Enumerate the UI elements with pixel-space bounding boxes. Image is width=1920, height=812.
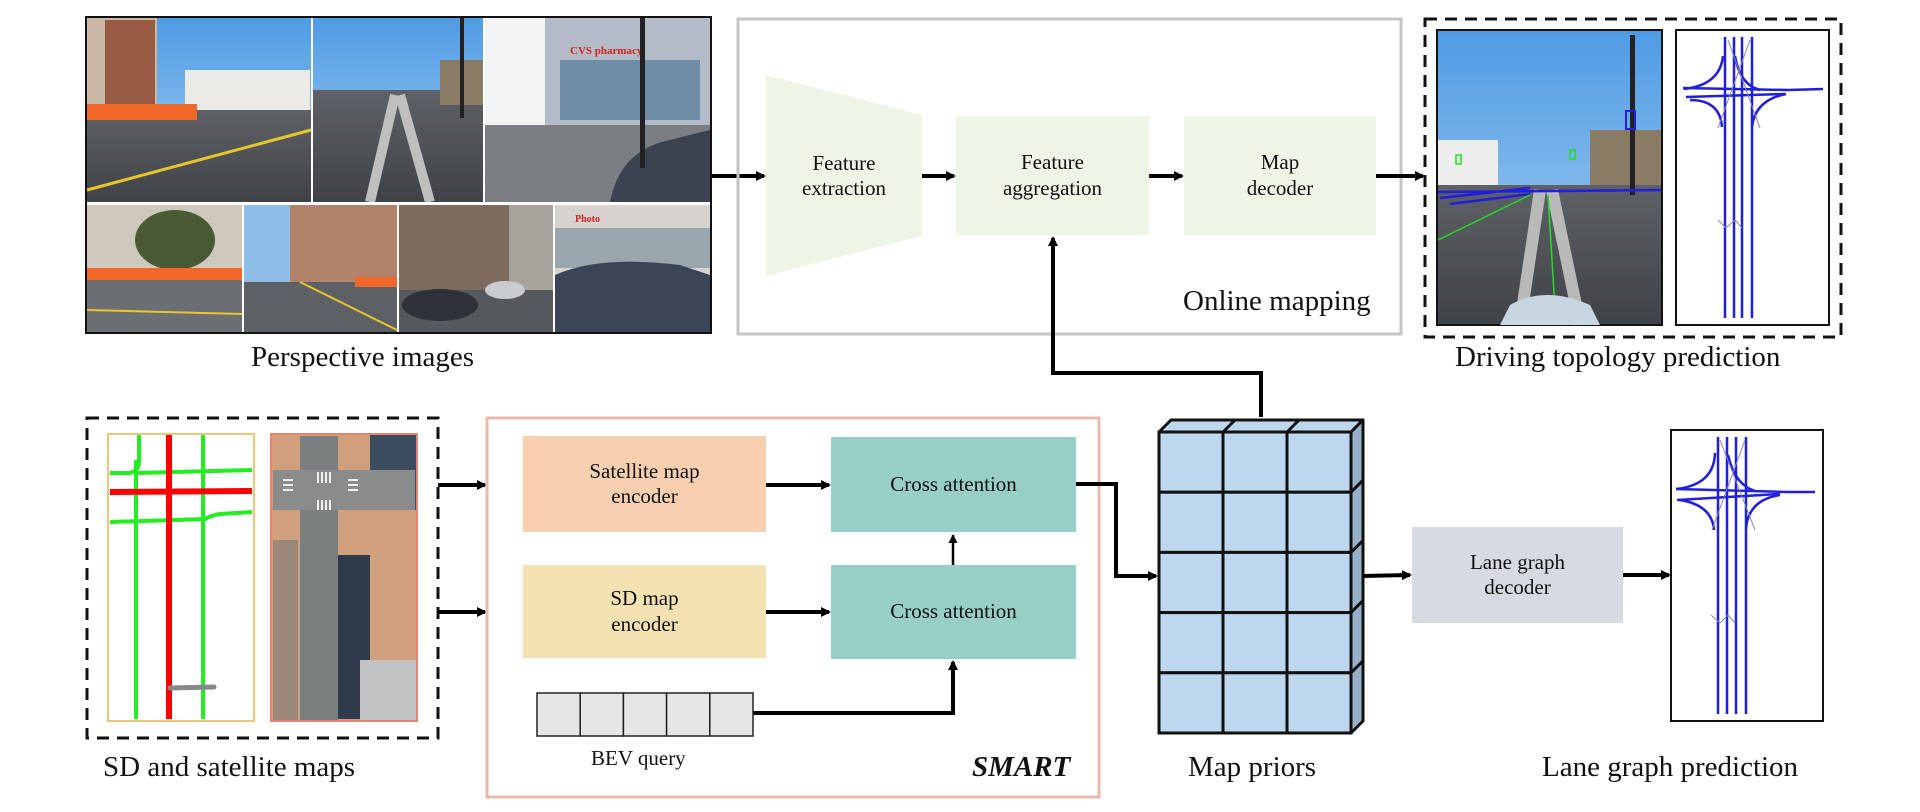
cube-cell — [1221, 490, 1289, 554]
sd-map-image — [107, 433, 255, 722]
bev-query-cells — [536, 692, 754, 737]
sd-encoder-line-2: encoder — [611, 611, 678, 636]
map-decoder-box — [1184, 116, 1376, 235]
smart-title: SMART — [972, 751, 1071, 783]
camera-view-back-left-2 — [244, 205, 398, 332]
cube-cell — [1157, 550, 1225, 615]
bev-query-cell — [536, 692, 581, 737]
camera-view-back-left — [86, 205, 243, 332]
bev-query-cell — [709, 692, 754, 737]
camera-view-front-right: CVS pharmacy — [485, 18, 710, 202]
front-camera-with-lanes — [1436, 29, 1663, 326]
bev-query-cell — [665, 692, 711, 737]
map-priors-cube — [1157, 418, 1365, 735]
cube-cell — [1285, 671, 1353, 735]
bev-query-label: BEV query — [591, 746, 686, 770]
bev-query-cell — [579, 692, 625, 737]
cube-cell — [1157, 611, 1225, 675]
cross-attention-top-label: Cross attention — [831, 437, 1076, 532]
cube-top-divider — [1285, 418, 1301, 434]
satellite-map-encoder-box — [523, 436, 766, 532]
satellite-encoder-line-1: Satellite map — [589, 458, 700, 483]
camera-view-back-right — [399, 205, 553, 332]
lane-graph-prediction-caption: Lane graph prediction — [1542, 751, 1799, 783]
cross-attention-bottom-box — [831, 565, 1076, 659]
feature-extraction-line-1: Feature — [812, 150, 876, 175]
cube-top-face — [1157, 418, 1365, 434]
lane-graph-decoder-box — [1412, 527, 1623, 623]
smart-box — [485, 416, 1101, 799]
cross-attention-bottom-text: Cross attention — [890, 599, 1017, 624]
driving-topology-caption: Driving topology prediction — [1455, 341, 1781, 373]
sd-satellite-caption: SD and satellite maps — [103, 751, 356, 783]
lane-decoder-line-1: Lane graph — [1469, 549, 1566, 574]
arrow-priors-to-lane-decoder — [1361, 570, 1412, 581]
cube-side-divider — [1349, 479, 1365, 494]
photo-sign: Photo — [575, 214, 600, 225]
camera-view-front — [313, 18, 483, 204]
camera-view-front-left — [86, 18, 312, 202]
sd-encoder-label: SD map encoder — [523, 565, 766, 658]
perspective-images-caption: Perspective images — [251, 341, 475, 373]
feature-aggregation-line-1: Feature — [1021, 150, 1084, 175]
map-decoder-line-2: decoder — [1246, 175, 1314, 200]
arrow-priors-to-aggregation — [1048, 236, 1263, 417]
cross-attention-top-text: Cross attention — [890, 471, 1017, 496]
cross-attention-top-box — [831, 437, 1076, 532]
map-decoder-line-1: Map — [1260, 150, 1300, 175]
perspective-images-panel: CVS pharmacy Pho — [85, 16, 712, 334]
feature-extraction-trapezoid — [766, 75, 922, 276]
cube-side-divider — [1349, 659, 1365, 674]
cvs-sign: CVS pharmacy — [570, 45, 643, 57]
satellite-map-image — [270, 433, 418, 722]
online-mapping-title: Online mapping — [1183, 285, 1371, 317]
feature-aggregation-box — [956, 116, 1149, 235]
cube-cell — [1157, 430, 1225, 494]
cube-cell — [1157, 671, 1225, 735]
sd-satellite-box — [85, 416, 440, 740]
cube-side-face — [1349, 418, 1365, 735]
cube-cell — [1221, 550, 1289, 615]
map-priors-caption: Map priors — [1188, 751, 1317, 783]
satellite-encoder-line-2: encoder — [611, 484, 678, 508]
sd-encoder-line-1: SD map — [610, 586, 679, 611]
feature-extraction-line-2: extraction — [802, 176, 886, 200]
camera-view-back: Photo — [555, 205, 710, 332]
feature-aggregation-line-2: aggregation — [1002, 175, 1103, 200]
arrow-ca-to-map-priors — [1076, 482, 1158, 581]
lane-graph-prediction-view — [1670, 429, 1824, 722]
lane-decoder-line-2: decoder — [1484, 575, 1551, 599]
topology-lane-graph-view — [1675, 29, 1830, 326]
cross-attention-bottom-label: Cross attention — [831, 565, 1076, 659]
driving-topology-box — [1423, 17, 1843, 339]
cube-cell — [1157, 490, 1225, 554]
cube-cell — [1285, 611, 1353, 675]
cube-cell — [1221, 671, 1289, 735]
cube-side-divider — [1349, 599, 1365, 614]
cube-cell — [1221, 430, 1289, 494]
satellite-encoder-label: Satellite map encoder — [523, 436, 766, 532]
arrow-bev-to-ca — [753, 660, 958, 715]
cube-cell — [1285, 550, 1353, 615]
cube-cell — [1221, 611, 1289, 675]
lane-graph-decoder-label: Lane graph decoder — [1412, 527, 1623, 623]
feature-extraction-label: Feature extraction — [766, 120, 922, 232]
cube-cell — [1285, 430, 1353, 494]
cube-top-divider — [1221, 418, 1237, 434]
sd-map-encoder-box — [523, 565, 766, 658]
bev-query-cell — [622, 692, 668, 737]
map-decoder-label: Map decoder — [1184, 116, 1376, 235]
feature-aggregation-label: Feature aggregation — [956, 116, 1149, 235]
cube-cell — [1285, 490, 1353, 554]
cube-side-divider — [1349, 539, 1365, 554]
